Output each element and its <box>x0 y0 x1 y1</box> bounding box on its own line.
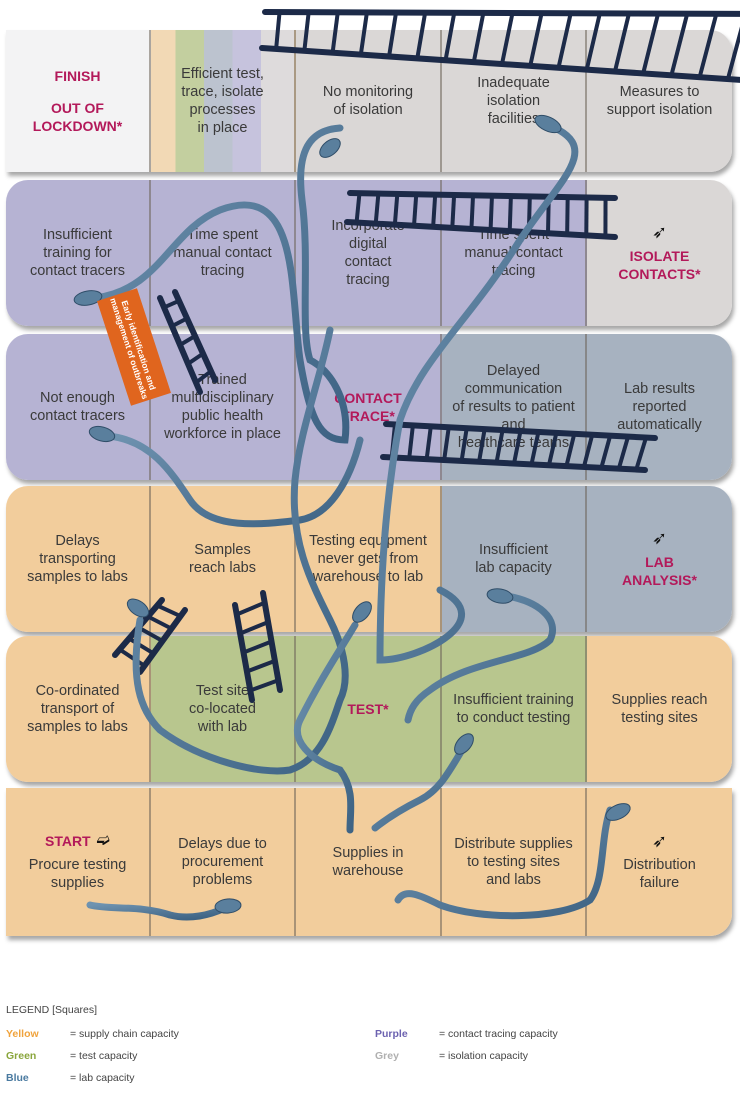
board-square-r5-c2: Test site co-located with lab <box>151 636 296 782</box>
dart-arrow-icon: ➶ <box>651 222 668 242</box>
board-row-6: START ➫ Procure testing supplies Delays due… <box>6 788 732 936</box>
stage-label: TEST* <box>347 701 389 717</box>
square-text: Samples reach labs <box>189 542 256 576</box>
board-row-5: Co-ordinated transport of samples to lab… <box>6 636 732 782</box>
square-text: Supplies in warehouse <box>332 845 404 879</box>
board-square-r5-c3: TEST* <box>296 636 442 782</box>
square-text: Supplies reach testing sites <box>611 692 708 726</box>
legend-item-grey: Grey = isolation capacity <box>375 1050 528 1062</box>
game-board: FINISH OUT OF LOCKDOWN* Efficient test, tr… <box>6 30 732 936</box>
board-square-r5-c1: Co-ordinated transport of samples to lab… <box>6 636 151 782</box>
board-square-r2-c2: Time spent manual contact tracing <box>151 180 296 326</box>
board-square-r4-c2: Samples reach labs <box>151 486 296 632</box>
board-square-r3-c4: Delayed communication of results to pati… <box>442 334 587 480</box>
square-text: Insufficient training to conduct testing <box>453 692 574 726</box>
start-label: START <box>44 833 91 849</box>
board-square-r6-c1: START ➫ Procure testing supplies <box>6 788 151 936</box>
square-text: Time spent manual contact tracing <box>464 227 563 279</box>
board-square-r5-c5: Supplies reach testing sites <box>587 636 732 782</box>
square-text: Distribute supplies to testing sites and… <box>454 836 573 888</box>
finish-label: FINISH <box>54 68 101 84</box>
legend-value: = supply chain capacity <box>70 1028 179 1040</box>
legend-item-purple: Purple = contact tracing capacity <box>375 1028 558 1040</box>
square-text: Delays transporting samples to labs <box>27 533 128 585</box>
out-of-lockdown-label: OUT OF LOCKDOWN* <box>32 100 123 134</box>
board-square-r3-c2: Trained multidisciplinary public health … <box>151 334 296 480</box>
board-square-r2-c3: Incorporate digital contact tracing <box>296 180 442 326</box>
board-square-r1-c5: Measures to support isolation <box>587 30 732 172</box>
legend-item-blue: Blue = lab capacity <box>6 1072 135 1084</box>
legend-value: = test capacity <box>70 1050 138 1062</box>
legend-key: Blue <box>6 1072 29 1084</box>
board-row-4: Delays transporting samples to labs Sampl… <box>6 486 732 632</box>
square-text: Delays due to procurement problems <box>178 836 267 888</box>
legend-value: = lab capacity <box>70 1072 135 1084</box>
legend-value: = isolation capacity <box>439 1050 529 1062</box>
square-text: Co-ordinated transport of samples to lab… <box>27 683 128 735</box>
board-row-1: FINISH OUT OF LOCKDOWN* Efficient test, tr… <box>6 30 732 172</box>
board-square-r6-c5: ➶ Distribution failure <box>587 788 732 936</box>
board-square-r2-c5: ➶ ISOLATE CONTACTS* <box>587 180 732 326</box>
board-square-r4-c3: Testing equipment never gets from wareho… <box>296 486 442 632</box>
board-square-r1-c3: No monitoring of isolation <box>296 30 442 172</box>
square-text: Not enough contact tracers <box>29 390 126 424</box>
legend-value: = contact tracing capacity <box>439 1028 558 1040</box>
board-square-r3-c5: Lab results reported automatically <box>587 334 732 480</box>
square-text: Insufficient training for contact tracer… <box>29 227 126 279</box>
dart-arrow-icon: ➶ <box>651 528 668 548</box>
dart-arrow-icon: ➶ <box>651 831 668 851</box>
square-text: Testing equipment never gets from wareho… <box>309 533 427 585</box>
legend-key: Green <box>6 1050 37 1062</box>
board-square-r6-c2: Delays due to procurement problems <box>151 788 296 936</box>
board-square-r2-c4: Time spent manual contact tracing <box>442 180 587 326</box>
legend-item-green: Green = test capacity <box>6 1050 137 1062</box>
legend-title: LEGEND [Squares] <box>6 1004 98 1016</box>
legend-key: Yellow <box>6 1028 39 1040</box>
legend-key: Purple <box>375 1028 408 1040</box>
board-square-r6-c4: Distribute supplies to testing sites and… <box>442 788 587 936</box>
stage-label: CONTACT TRACE* <box>334 390 402 424</box>
square-text: Trained multidisciplinary public health … <box>164 372 281 442</box>
stage-label: LAB ANALYSIS* <box>622 554 697 588</box>
board-square-r4-c4: Insufficient lab capacity <box>442 486 587 632</box>
square-text: Inadequate isolation facilities <box>477 75 550 127</box>
square-text: Lab results reported automatically <box>617 381 702 433</box>
legend-key: Grey <box>375 1050 399 1062</box>
legend-item-yellow: Yellow = supply chain capacity <box>6 1028 179 1040</box>
stage-label: ISOLATE CONTACTS* <box>618 248 701 282</box>
square-text: Insufficient lab capacity <box>475 542 552 576</box>
board-square-r6-c3: Supplies in warehouse <box>296 788 442 936</box>
square-text: Time spent manual contact tracing <box>173 227 272 279</box>
board-square-r1-c1: FINISH OUT OF LOCKDOWN* <box>6 30 151 172</box>
board-square-r4-c1: Delays transporting samples to labs <box>6 486 151 632</box>
square-text: Delayed communication of results to pati… <box>452 363 575 451</box>
square-text: Measures to support isolation <box>606 84 713 118</box>
legend: LEGEND [Squares] Yellow = supply chain c… <box>6 1004 736 1094</box>
square-text: No monitoring of isolation <box>322 84 414 118</box>
board-square-r1-c2: Efficient test, trace, isolate processes… <box>151 30 296 172</box>
board-square-r5-c4: Insufficient training to conduct testing <box>442 636 587 782</box>
board-square-r3-c3: CONTACT TRACE* <box>296 334 442 480</box>
square-text: Distribution failure <box>623 857 696 891</box>
square-text: Efficient test, trace, isolate processes… <box>181 66 264 136</box>
board-square-r4-c5: ➶ LAB ANALYSIS* <box>587 486 732 632</box>
square-text: Procure testing supplies <box>28 857 127 891</box>
board-square-r1-c4: Inadequate isolation facilities <box>442 30 587 172</box>
square-text: Test site co-located with lab <box>189 683 256 735</box>
square-text: Incorporate digital contact tracing <box>331 218 405 288</box>
start-arrow-icon: ➫ <box>96 832 111 849</box>
